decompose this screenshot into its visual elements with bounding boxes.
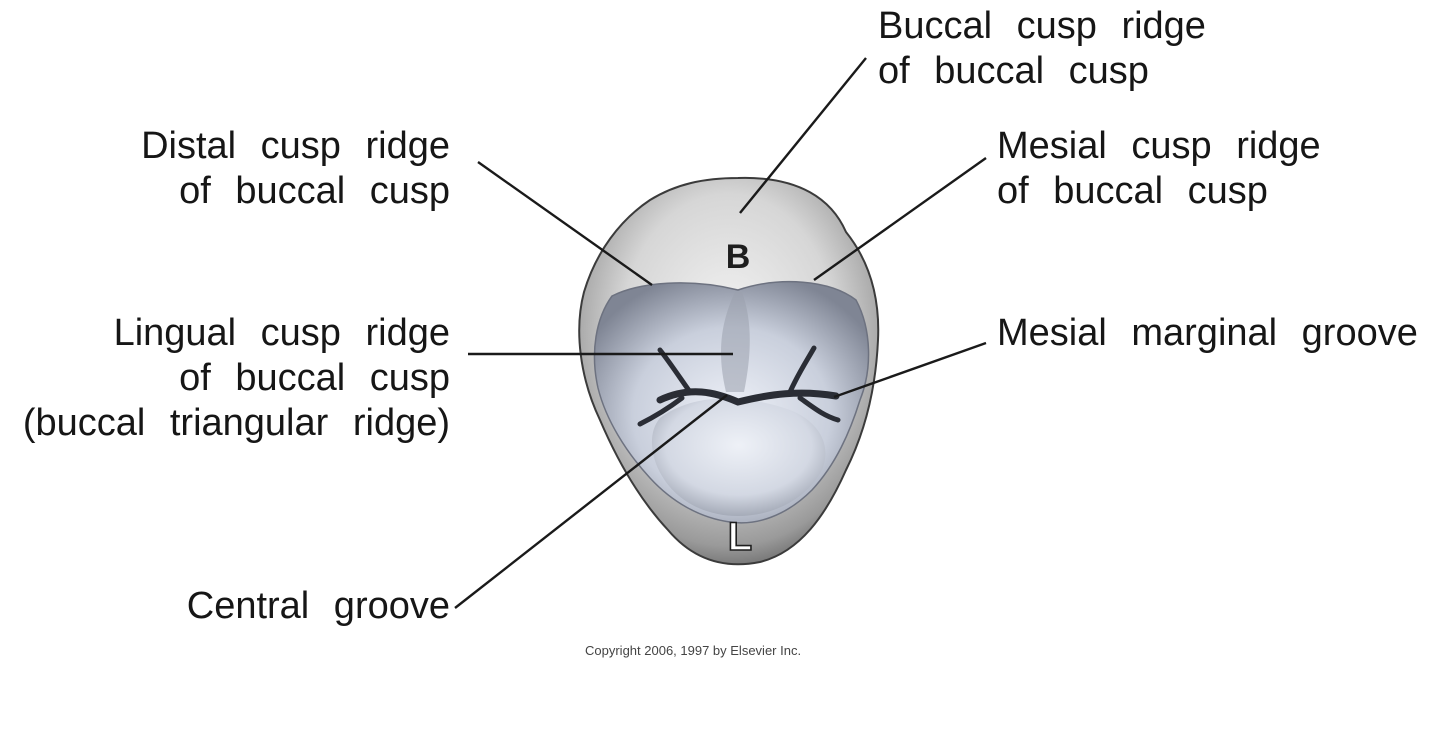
- label-line: Buccal cusp ridge: [878, 5, 1206, 47]
- label-line: (buccal triangular ridge): [22, 402, 450, 444]
- central-groove-line: [656, 388, 840, 406]
- label-central-groove: Central groove: [187, 584, 450, 629]
- label-line: of buccal cusp: [179, 170, 450, 212]
- lingual-cusp-basin: [651, 398, 826, 516]
- leader-lines: [454, 57, 987, 609]
- copyright-notice: Copyright 2006, 1997 by Elsevier Inc.: [585, 643, 802, 658]
- leader-central-groove: [454, 394, 728, 609]
- buccal-letter: B: [726, 238, 751, 276]
- label-line: of buccal cusp: [179, 357, 450, 399]
- label-mesial-cusp-ridge: Mesial cusp ridge of buccal cusp: [997, 124, 1321, 214]
- label-line: Distal cusp ridge: [141, 125, 450, 167]
- label-line: Mesial marginal groove: [997, 312, 1418, 354]
- label-line: of buccal cusp: [997, 170, 1268, 212]
- label-line: Mesial cusp ridge: [997, 125, 1321, 167]
- leader-distal-cusp-ridge: [477, 161, 653, 286]
- buccal-triangular-ridge: [720, 292, 750, 392]
- distal-groove-branch: [637, 347, 693, 427]
- mesial-groove-branch: [787, 345, 841, 423]
- label-mesial-marginal-groove: Mesial marginal groove: [997, 311, 1418, 356]
- leader-mesial-marginal-groove: [833, 341, 987, 399]
- leader-mesial-cusp-ridge: [813, 157, 987, 281]
- label-line: Lingual cusp ridge: [113, 312, 450, 354]
- label-line: Central groove: [186, 585, 450, 627]
- label-line: of buccal cusp: [878, 50, 1149, 92]
- label-buccal-cusp-ridge: Buccal cusp ridge of buccal cusp: [878, 4, 1206, 94]
- label-lingual-cusp-ridge: Lingual cusp ridge of buccal cusp (bucca…: [23, 311, 450, 446]
- leader-buccal-cusp-ridge: [739, 57, 867, 214]
- lingual-letter: L: [728, 515, 752, 559]
- label-distal-cusp-ridge: Distal cusp ridge of buccal cusp: [141, 124, 450, 214]
